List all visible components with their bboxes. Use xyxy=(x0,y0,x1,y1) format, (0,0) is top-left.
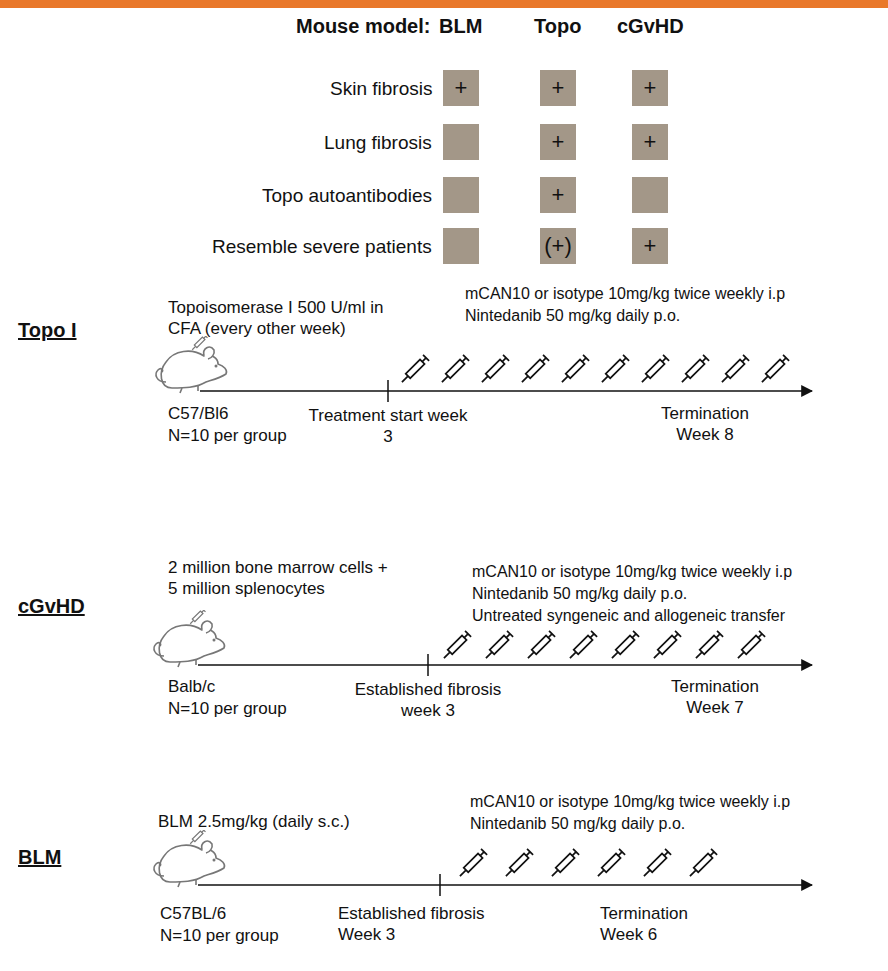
table-cell: + xyxy=(632,70,668,106)
timepoint-label: Termination Week 7 xyxy=(655,677,775,718)
group-size: N=10 per group xyxy=(160,926,279,947)
table-cell: + xyxy=(443,70,479,106)
syringe-icon xyxy=(559,355,589,385)
section-title: cGvHD xyxy=(18,594,85,618)
section-title: Topo I xyxy=(18,318,77,342)
protocol-text: BLM 2.5mg/kg (daily s.c.) xyxy=(158,812,350,833)
timeline xyxy=(198,664,812,666)
tick xyxy=(427,654,429,676)
treatment-text: Nintedanib 50 mg/kg daily p.o. xyxy=(472,584,687,604)
cell-mark: + xyxy=(644,129,657,155)
timepoint-label: Treatment start week 3 xyxy=(303,406,473,447)
cell-mark: + xyxy=(644,75,657,101)
table-cell: + xyxy=(632,228,668,264)
strain-text: C57BL/6 xyxy=(160,904,226,925)
mouse-icon xyxy=(154,609,224,667)
syringe-icon xyxy=(519,355,549,385)
cell-mark: + xyxy=(644,233,657,259)
protocol-text: 2 million bone marrow cells + 5 million … xyxy=(168,558,390,599)
row-label: Topo autoantibodies xyxy=(262,184,432,207)
syringe-icon xyxy=(439,355,469,385)
timepoint-label: Termination Week 6 xyxy=(600,904,720,945)
strain-text: C57/Bl6 xyxy=(168,404,228,425)
table-cell: + xyxy=(540,70,576,106)
column-header: cGvHD xyxy=(617,14,684,38)
table-cell: + xyxy=(540,177,576,213)
empty-cell xyxy=(443,124,479,160)
table-cell: + xyxy=(632,124,668,160)
empty-cell xyxy=(443,177,479,213)
treatment-text: mCAN10 or isotype 10mg/kg twice weekly i… xyxy=(472,562,792,582)
timeline xyxy=(200,390,812,392)
group-size: N=10 per group xyxy=(168,426,287,447)
syringe-icon xyxy=(735,631,765,661)
cell-mark: (+) xyxy=(544,233,572,259)
syringe-icon xyxy=(525,631,555,661)
treatment-text: Nintedanib 50 mg/kg daily p.o. xyxy=(470,814,685,834)
syringe-icon xyxy=(599,355,629,385)
row-label: Lung fibrosis xyxy=(324,131,432,154)
timepoint-label: Established fibrosis week 3 xyxy=(338,680,518,721)
row-label: Resemble severe patients xyxy=(212,235,432,258)
timepoint-label: Termination Week 8 xyxy=(645,404,765,445)
syringe-icon xyxy=(441,631,471,661)
syringe-icon xyxy=(567,631,597,661)
tick xyxy=(387,380,389,402)
timeline xyxy=(198,884,812,886)
treatment-text: mCAN10 or isotype 10mg/kg twice weekly i… xyxy=(465,284,785,304)
syringe-icon xyxy=(641,849,671,879)
syringe-icon xyxy=(399,355,429,385)
syringe-icon xyxy=(595,849,625,879)
syringe-icon xyxy=(483,631,513,661)
syringe-icon xyxy=(609,631,639,661)
empty-cell xyxy=(632,177,668,213)
syringe-icon xyxy=(719,355,749,385)
tick xyxy=(439,874,441,896)
syringe-icon xyxy=(503,849,533,879)
treatment-text: Untreated syngeneic and allogeneic trans… xyxy=(472,606,785,626)
column-header: Topo xyxy=(534,14,581,38)
mouse-icon xyxy=(154,829,224,887)
group-size: N=10 per group xyxy=(168,699,287,720)
row-label: Skin fibrosis xyxy=(330,77,432,100)
column-header: Mouse model: xyxy=(296,14,430,38)
mouse-icon xyxy=(156,335,226,393)
syringe-icon xyxy=(549,849,579,879)
syringe-icon xyxy=(457,849,487,879)
cell-mark: + xyxy=(552,129,565,155)
empty-cell xyxy=(443,228,479,264)
syringe-icon xyxy=(687,849,717,879)
syringe-icon xyxy=(759,355,789,385)
column-header: BLM xyxy=(439,14,482,38)
top-bar xyxy=(0,0,888,8)
syringe-icon xyxy=(679,355,709,385)
syringe-icon xyxy=(479,355,509,385)
table-cell: + xyxy=(540,124,576,160)
treatment-text: Nintedanib 50 mg/kg daily p.o. xyxy=(465,306,680,326)
table-cell: (+) xyxy=(540,228,576,264)
cell-mark: + xyxy=(552,75,565,101)
cell-mark: + xyxy=(455,75,468,101)
timepoint-label: Established fibrosis Week 3 xyxy=(338,904,498,945)
treatment-text: mCAN10 or isotype 10mg/kg twice weekly i… xyxy=(470,792,790,812)
section-title: BLM xyxy=(18,845,61,869)
strain-text: Balb/c xyxy=(168,677,215,698)
cell-mark: + xyxy=(552,182,565,208)
protocol-text: Topoisomerase I 500 U/ml in CFA (every o… xyxy=(168,298,386,339)
syringe-icon xyxy=(651,631,681,661)
syringe-icon xyxy=(693,631,723,661)
syringe-icon xyxy=(639,355,669,385)
